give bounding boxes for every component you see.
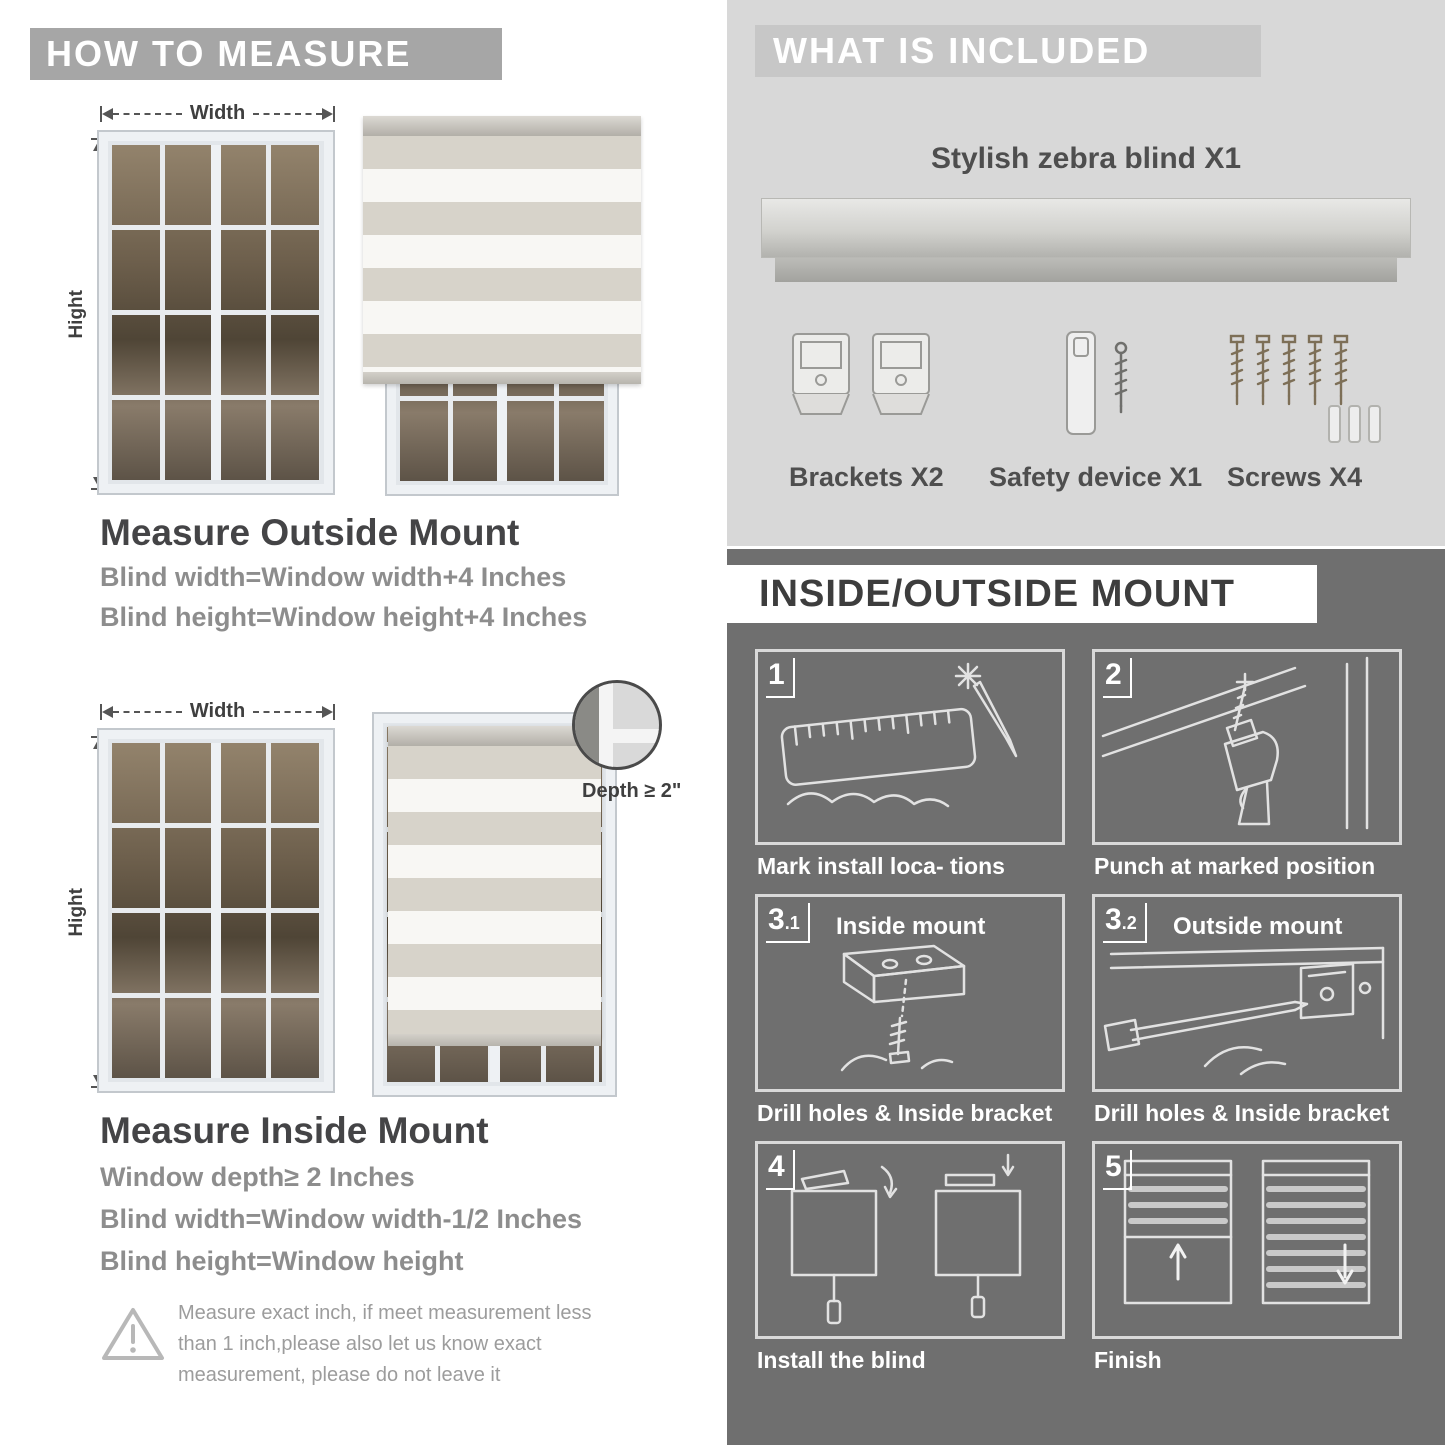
safety-device-icon bbox=[1059, 328, 1149, 440]
step-caption-1: Mark install loca- tions bbox=[757, 853, 1005, 879]
brackets-label: Brackets X2 bbox=[789, 462, 944, 492]
blind-stripes bbox=[363, 136, 641, 372]
mount-instructions-panel: INSIDE/OUTSIDE MOUNT bbox=[727, 549, 1445, 1445]
screw-icon bbox=[1225, 330, 1395, 448]
depth-callout-circle bbox=[572, 680, 662, 770]
window-glass bbox=[108, 141, 324, 484]
step-card-3-1: 3.1 Inside mount bbox=[755, 894, 1065, 1092]
step-card-5: 5 bbox=[1092, 1141, 1402, 1339]
step-caption-4: Install the blind bbox=[757, 1347, 926, 1373]
width-label: Width bbox=[189, 700, 246, 722]
blind-illustration-inside bbox=[372, 712, 617, 1097]
step-number: 5 bbox=[1103, 1150, 1132, 1190]
mount-header: INSIDE/OUTSIDE MOUNT bbox=[727, 565, 1317, 623]
step-number: 3.1 bbox=[766, 903, 810, 943]
install-blind-illustration bbox=[790, 1153, 1022, 1325]
screws-label: Screws X4 bbox=[1227, 462, 1363, 492]
blind-rail bbox=[363, 116, 641, 136]
step-card-1: 1 bbox=[755, 649, 1065, 845]
step-caption-2: Punch at marked position bbox=[1094, 853, 1376, 879]
blind-stripes bbox=[388, 746, 601, 1034]
safety-device-label: Safety device X1 bbox=[989, 462, 1203, 492]
drill-illustration bbox=[1101, 656, 1369, 830]
how-to-measure-header: HOW TO MEASURE bbox=[30, 28, 502, 80]
bracket-icon bbox=[789, 330, 939, 425]
inside-bracket-illustration bbox=[840, 944, 966, 1072]
blind-rail bbox=[388, 726, 601, 746]
inside-rule-width: Blind width=Window width-1/2 Inches bbox=[100, 1204, 583, 1234]
step-card-4: 4 bbox=[755, 1141, 1065, 1339]
window-mullion bbox=[211, 145, 221, 480]
step-card-3-2: 3.2 Outside mount bbox=[1092, 894, 1402, 1092]
step-card-2: 2 bbox=[1092, 649, 1402, 845]
what-is-included-panel: WHAT IS INCLUDED Stylish zebra blind X1 bbox=[727, 0, 1445, 546]
warning-triangle-icon bbox=[100, 1304, 166, 1364]
depth-label: Depth ≥ 2" bbox=[582, 780, 682, 802]
blind-bottom-rail bbox=[388, 1034, 601, 1046]
inside-rule-height: Blind height=Window height bbox=[100, 1246, 464, 1276]
window-illustration-inside bbox=[97, 728, 335, 1093]
blind-bottom-rail bbox=[363, 372, 641, 384]
step-caption-3-1: Drill holes & Inside bracket bbox=[757, 1100, 1053, 1126]
width-label: Width bbox=[189, 102, 246, 124]
measurement-note: Measure exact inch, if meet measurement … bbox=[178, 1302, 592, 1386]
outside-formula-width: Blind width=Window width+4 Inches bbox=[100, 562, 567, 592]
step-number: 3.2 bbox=[1103, 903, 1147, 943]
outside-mount-title: Measure Outside Mount bbox=[100, 512, 520, 553]
mark-location-illustration bbox=[780, 662, 1018, 808]
window-glass bbox=[108, 739, 324, 1082]
step-number: 4 bbox=[766, 1150, 795, 1190]
step-caption-3-2: Drill holes & Inside bracket bbox=[1094, 1100, 1390, 1126]
window-mullion bbox=[211, 743, 221, 1078]
outside-formula-height: Blind height=Window height+4 Inches bbox=[100, 602, 588, 632]
step-title: Outside mount bbox=[1173, 913, 1343, 940]
height-label: Hight bbox=[66, 289, 87, 339]
width-arrow-outside: Width bbox=[100, 102, 336, 125]
width-arrow-inside: Width bbox=[100, 700, 336, 723]
blind-included-label: Stylish zebra blind X1 bbox=[930, 142, 1242, 175]
step-title: Inside mount bbox=[836, 913, 986, 940]
what-is-included-header: WHAT IS INCLUDED bbox=[755, 25, 1261, 77]
inside-rule-depth: Window depth≥ 2 Inches bbox=[100, 1162, 415, 1192]
zebra-blind bbox=[363, 116, 641, 384]
blind-headrail-shadow bbox=[775, 258, 1397, 282]
inside-mount-title: Measure Inside Mount bbox=[100, 1110, 489, 1151]
finish-blinds-illustration bbox=[1123, 1159, 1371, 1305]
outside-bracket-illustration bbox=[1103, 946, 1385, 1076]
blind-illustration-outside bbox=[363, 116, 641, 496]
step-caption-5: Finish bbox=[1094, 1347, 1162, 1373]
window-illustration-outside bbox=[97, 130, 335, 495]
zebra-blind bbox=[388, 726, 601, 1046]
blind-headrail-image bbox=[761, 198, 1411, 258]
step-number: 2 bbox=[1103, 658, 1132, 698]
height-label: Hight bbox=[66, 887, 87, 937]
step-number: 1 bbox=[766, 658, 795, 698]
